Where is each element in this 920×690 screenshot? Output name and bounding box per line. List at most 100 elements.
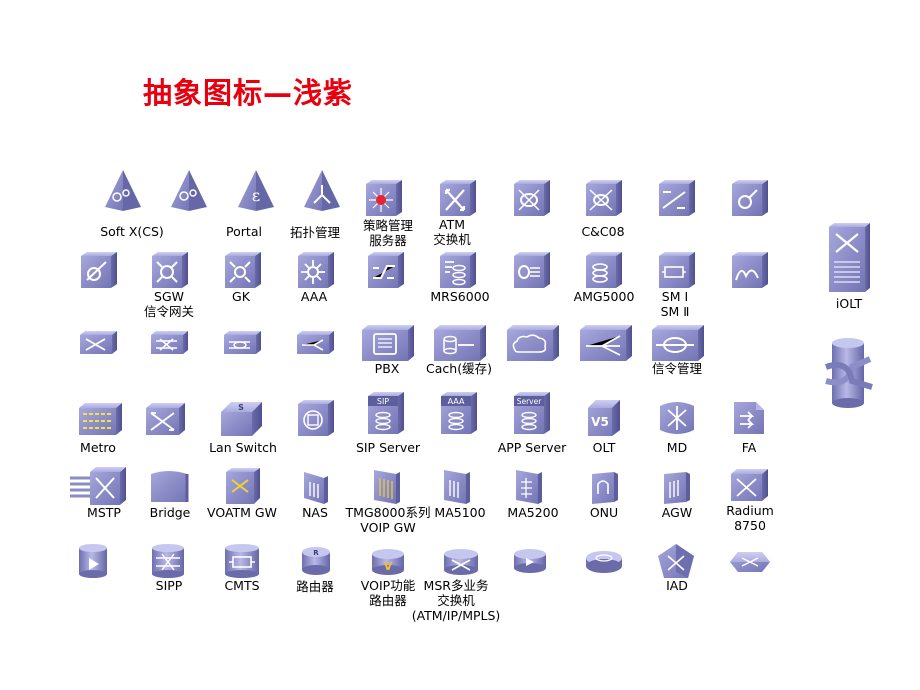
cloud-network-icon: [507, 325, 559, 361]
iolt-label: iOLT: [835, 296, 863, 311]
cc08-label: C&C08: [581, 224, 625, 239]
switch-cross-icon: [146, 403, 185, 435]
media-play-icon: [514, 549, 546, 573]
cache-label: Cach(缓存): [426, 361, 492, 376]
flat-switch-icon-4: [297, 331, 334, 354]
ma5200-icon: [516, 470, 542, 504]
flat-switch-icon-3: [224, 331, 261, 354]
hub-disk-icon: [586, 551, 622, 573]
nas-icon: [304, 472, 328, 504]
fa-label: FA: [741, 440, 757, 455]
iad-label: IAD: [666, 578, 688, 593]
lan-switch-label: Lan Switch: [209, 440, 277, 455]
aaa-server-icon: AAA: [441, 392, 477, 434]
router-cube-icon: [368, 252, 404, 288]
server-box-icon: [298, 400, 334, 436]
page-title: 抽象图标—浅紫: [143, 76, 354, 110]
mrs-label: MRS6000: [430, 289, 490, 304]
onu-icon: [592, 472, 618, 504]
lan-switch-s-text: S: [238, 403, 244, 412]
topology-pyramid-icon: [304, 170, 340, 211]
olt-label: OLT: [592, 440, 616, 455]
cc08-switch-icon: [586, 180, 622, 216]
sip-server-icon: SIP: [368, 392, 404, 434]
sipp-label: SIPP: [155, 578, 183, 593]
ma5100-label: MA5100: [434, 505, 486, 520]
lan-switch-icon: S: [221, 402, 262, 436]
signaling-mgmt-icon: [652, 325, 704, 361]
ma5100-icon: [444, 470, 470, 504]
signaling-mgmt-label: 信令管理: [651, 361, 703, 376]
softswitch-pyramid-icon: [105, 170, 141, 211]
gk-label: GK: [232, 289, 250, 304]
msr-label: MSR多业务交换机(ATM/IP/MPLS): [411, 578, 501, 623]
topology-label: 拓扑管理: [289, 225, 341, 240]
portal-pyramid-icon: ε: [238, 170, 274, 211]
svg-text:ε: ε: [252, 186, 260, 205]
voip-router-icon: V: [372, 549, 404, 575]
amg-icon: [586, 252, 622, 288]
flat-switch-icon-1: [80, 331, 117, 354]
metro-icon: [79, 403, 122, 435]
agw-icon: [664, 472, 690, 504]
portal-label: Portal: [226, 224, 262, 239]
md-icon: [660, 402, 694, 434]
iolt-rack-icon: [829, 223, 870, 292]
nas-label: NAS: [302, 505, 328, 520]
fan-out-icon: [580, 325, 632, 361]
aaa-label: AAA: [300, 289, 328, 304]
aaa-icon: [298, 252, 334, 288]
onu-label: ONU: [589, 505, 619, 520]
sipp-icon: [152, 544, 184, 578]
router-cylinder-icon: R: [302, 547, 330, 575]
cache-icon: [434, 325, 486, 361]
gateway-globe-icon: [81, 252, 117, 288]
bridge-label: Bridge: [149, 505, 191, 520]
ma5200-label: MA5200: [507, 505, 559, 520]
mstp-icon: [70, 467, 126, 505]
gears-pyramid-icon: [171, 170, 207, 211]
globe-cube-icon: [732, 180, 768, 216]
router-r-text: R: [313, 549, 319, 557]
gk-icon: [225, 252, 261, 288]
olt-icon: V5: [588, 400, 620, 436]
server-text: Server: [517, 397, 543, 406]
play-cylinder-icon: [79, 544, 107, 578]
cross-connect-icon: [659, 180, 695, 216]
sip-text: SIP: [377, 397, 389, 406]
octagon-device-icon: [730, 552, 770, 572]
cmts-label: CMTS: [224, 578, 260, 593]
switch-cube-icon: [514, 180, 550, 216]
app-server-icon: Server: [514, 392, 550, 434]
bridge-icon: [151, 471, 189, 502]
amg-label: AMG5000: [573, 289, 635, 304]
tmg-icon: [374, 470, 400, 504]
voip-router-label: VOIP功能路由器: [360, 578, 416, 608]
sgw-icon: [152, 252, 188, 288]
cmts-icon: [225, 544, 259, 578]
sm-icon: [659, 252, 695, 288]
pbx-label: PBX: [374, 361, 400, 376]
mrs-icon: [440, 252, 476, 288]
md-label: MD: [666, 440, 688, 455]
sip-server-label: SIP Server: [355, 440, 421, 455]
voatm-gw-icon: [226, 468, 260, 504]
router-label: 路由器: [296, 579, 334, 594]
aaa-text: AAA: [448, 397, 465, 406]
app-server-label: APP Server: [497, 440, 567, 455]
voip-v-text: V: [384, 560, 393, 573]
agw-label: AGW: [661, 505, 693, 520]
olt-v5-text: V5: [591, 415, 609, 429]
atm-switch-icon: [440, 180, 476, 216]
msr-icon: [444, 549, 478, 575]
metro-label: Metro: [80, 440, 116, 455]
iad-icon: [658, 544, 694, 578]
policy-server-icon: [366, 180, 402, 216]
softx-label: Soft X(CS): [100, 224, 164, 239]
radium-icon: [731, 469, 768, 501]
pbx-icon: [362, 325, 414, 361]
